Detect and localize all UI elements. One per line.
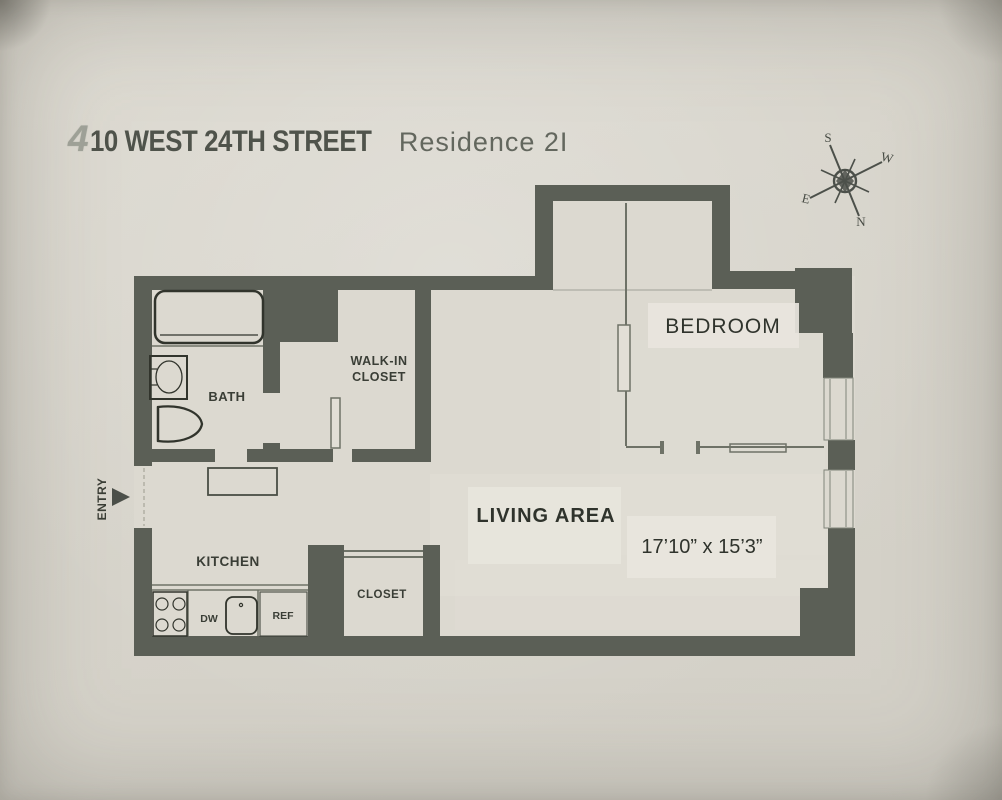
kitchen-label: KITCHEN bbox=[196, 554, 260, 569]
bath-label: BATH bbox=[208, 389, 245, 404]
plan-title: 4 10 WEST 24TH STREET Residence 2I bbox=[68, 118, 568, 160]
bathroom-sink bbox=[149, 355, 188, 400]
corner-block-lower bbox=[823, 333, 853, 378]
closet-label: CLOSET bbox=[357, 589, 407, 601]
living-patch bbox=[468, 487, 621, 564]
stove bbox=[152, 591, 188, 637]
room-labels: BATH WALK-IN CLOSET KITCHEN CLOSET DW RE… bbox=[95, 315, 781, 625]
label-patches bbox=[468, 303, 799, 578]
bathtub bbox=[153, 289, 265, 345]
bath-right-wall bbox=[263, 289, 280, 393]
window-lower bbox=[823, 469, 854, 529]
dishwasher-label: DW bbox=[200, 613, 218, 625]
compass-north: N bbox=[856, 214, 866, 229]
fixtures bbox=[149, 289, 308, 637]
bump-right-wall bbox=[712, 185, 730, 289]
kitchen-counter-box bbox=[207, 467, 278, 496]
bump-top-wall bbox=[535, 185, 730, 201]
compass-letters: S W E N bbox=[800, 130, 895, 229]
bedroom-patch bbox=[648, 303, 799, 348]
closet-right-wall bbox=[423, 545, 440, 656]
walls bbox=[134, 185, 855, 656]
toilet bbox=[156, 405, 204, 443]
refrigerator-label: REF bbox=[273, 610, 295, 622]
partitions-and-doors bbox=[143, 203, 824, 636]
residence-label: Residence 2I bbox=[398, 127, 569, 157]
compass-east: E bbox=[800, 190, 811, 206]
entry-label: ENTRY bbox=[95, 478, 109, 521]
street-name: 10 WEST 24TH STREET bbox=[89, 125, 372, 158]
walkin-closet-label-line2: CLOSET bbox=[352, 370, 406, 384]
left-wall-lower bbox=[134, 528, 152, 656]
mid-band-right bbox=[352, 449, 431, 462]
compass-south: S bbox=[824, 130, 831, 145]
compass-rose-icon bbox=[809, 144, 883, 217]
entry-arrow-icon bbox=[112, 488, 130, 506]
windows bbox=[823, 377, 854, 529]
building-number: 4 bbox=[68, 118, 89, 159]
living-dimensions-label: 17’10” x 15’3” bbox=[641, 536, 762, 558]
walkin-right-wall bbox=[415, 289, 431, 462]
left-wall-upper bbox=[134, 276, 152, 466]
bedroom-builtin bbox=[729, 443, 787, 453]
compass-west: W bbox=[879, 149, 895, 167]
living-area-label: LIVING AREA bbox=[476, 505, 615, 527]
closet-left-block bbox=[308, 545, 344, 656]
bump-left-wall bbox=[535, 185, 553, 289]
bath-closet-block bbox=[280, 276, 338, 342]
walkin-closet-label-line1: WALK-IN bbox=[351, 354, 408, 368]
kitchen-sink bbox=[225, 596, 258, 635]
top-wall bbox=[134, 276, 553, 290]
mid-band-center bbox=[247, 449, 333, 462]
refrigerator-outline bbox=[259, 591, 308, 637]
window-upper bbox=[823, 377, 854, 441]
right-wall-lower bbox=[828, 528, 855, 656]
bedroom-label: BEDROOM bbox=[665, 315, 781, 338]
dimensions-patch bbox=[627, 516, 776, 578]
bottom-wall bbox=[134, 636, 855, 656]
mid-band-left bbox=[134, 449, 215, 462]
pocket-door bbox=[617, 324, 631, 392]
walkin-door-leaf bbox=[330, 397, 341, 449]
corner-block-upper bbox=[795, 268, 852, 333]
door-stop-left bbox=[660, 441, 664, 454]
window-pillar bbox=[828, 440, 855, 470]
top-right-connector-wall bbox=[712, 271, 800, 289]
